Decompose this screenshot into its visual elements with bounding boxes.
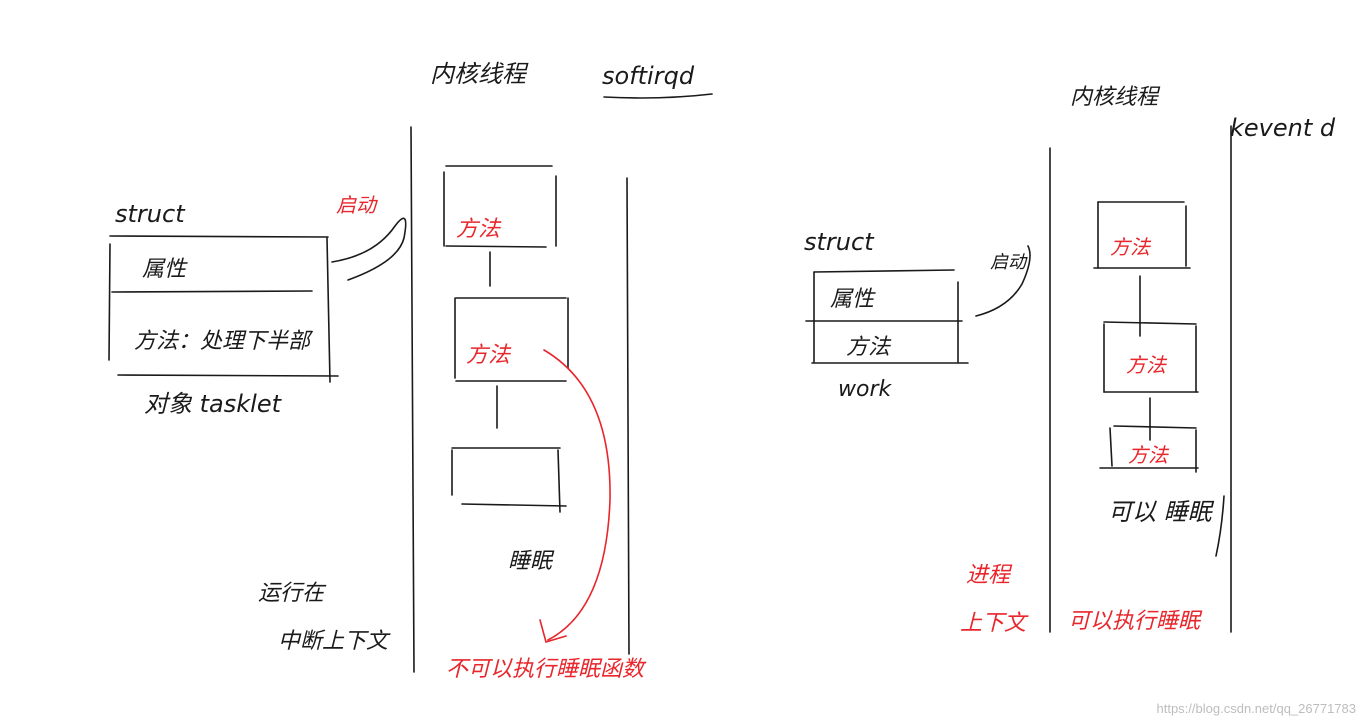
left-red-arrowhead (539, 619, 567, 643)
right-link-label: 启动 (990, 252, 1028, 273)
left-context-line1: 运行在 (258, 581, 327, 606)
left-lane-line-left (410, 126, 415, 673)
left-method-2: 方法 (466, 343, 512, 368)
right-sleep-stroke (1215, 495, 1225, 557)
left-struct-box (108, 235, 339, 383)
right-method-2: 方法 (1126, 353, 1168, 377)
left-method-box-2 (454, 297, 569, 382)
left-title: 内核线程 (430, 60, 529, 88)
left-context-line2: 中断上下文 (278, 629, 391, 654)
right-method-1: 方法 (1110, 235, 1152, 259)
left-method-box-3 (451, 447, 567, 513)
left-red-arrow (543, 349, 611, 641)
right-struct-label: struct (804, 228, 875, 256)
right-method-box-2 (1103, 321, 1199, 393)
left-method-box-1 (443, 165, 557, 248)
left-title-tag: softirqd (602, 62, 695, 90)
right-method-box-3 (1099, 425, 1199, 473)
left-struct-object: 对象 tasklet (144, 390, 283, 418)
left-note: 不可以执行睡眠函数 (446, 657, 647, 682)
right-struct-box (805, 269, 969, 364)
left-struct-row-method: 方法：处理下半部 (134, 329, 314, 354)
right-struct-row-attr: 属性 (830, 287, 876, 312)
right-section: 内核线程 kevent d struct 属性 方法 work 启动 方法 (804, 85, 1336, 636)
right-title: 内核线程 (1070, 85, 1161, 110)
right-sleep-label: 可以 睡眠 (1108, 498, 1215, 526)
left-link-label: 启动 (336, 193, 378, 217)
left-section: 内核线程 softirqd struct 属性 方法：处理下半部 对象 task… (108, 60, 713, 682)
right-method-box-1 (1093, 201, 1191, 269)
left-struct-label: struct (115, 200, 186, 228)
left-title-underline (603, 93, 713, 99)
right-context-line1: 进程 (966, 563, 1013, 588)
right-context-line2: 上下文 (960, 611, 1029, 636)
left-sleep-label: 睡眠 (508, 549, 555, 574)
left-lane-line-right (626, 177, 630, 655)
left-struct-row-attr: 属性 (142, 257, 188, 282)
right-note: 可以执行睡眠 (1068, 609, 1203, 634)
left-link-curve (331, 217, 407, 281)
right-title-tag: kevent d (1230, 114, 1336, 142)
watermark: https://blog.csdn.net/qq_26771783 (1157, 701, 1357, 716)
right-struct-row-method: 方法 (846, 335, 892, 360)
right-struct-object: work (838, 377, 892, 402)
right-link-curve (975, 245, 1031, 317)
left-method-1: 方法 (456, 217, 502, 242)
right-method-3: 方法 (1128, 443, 1170, 467)
